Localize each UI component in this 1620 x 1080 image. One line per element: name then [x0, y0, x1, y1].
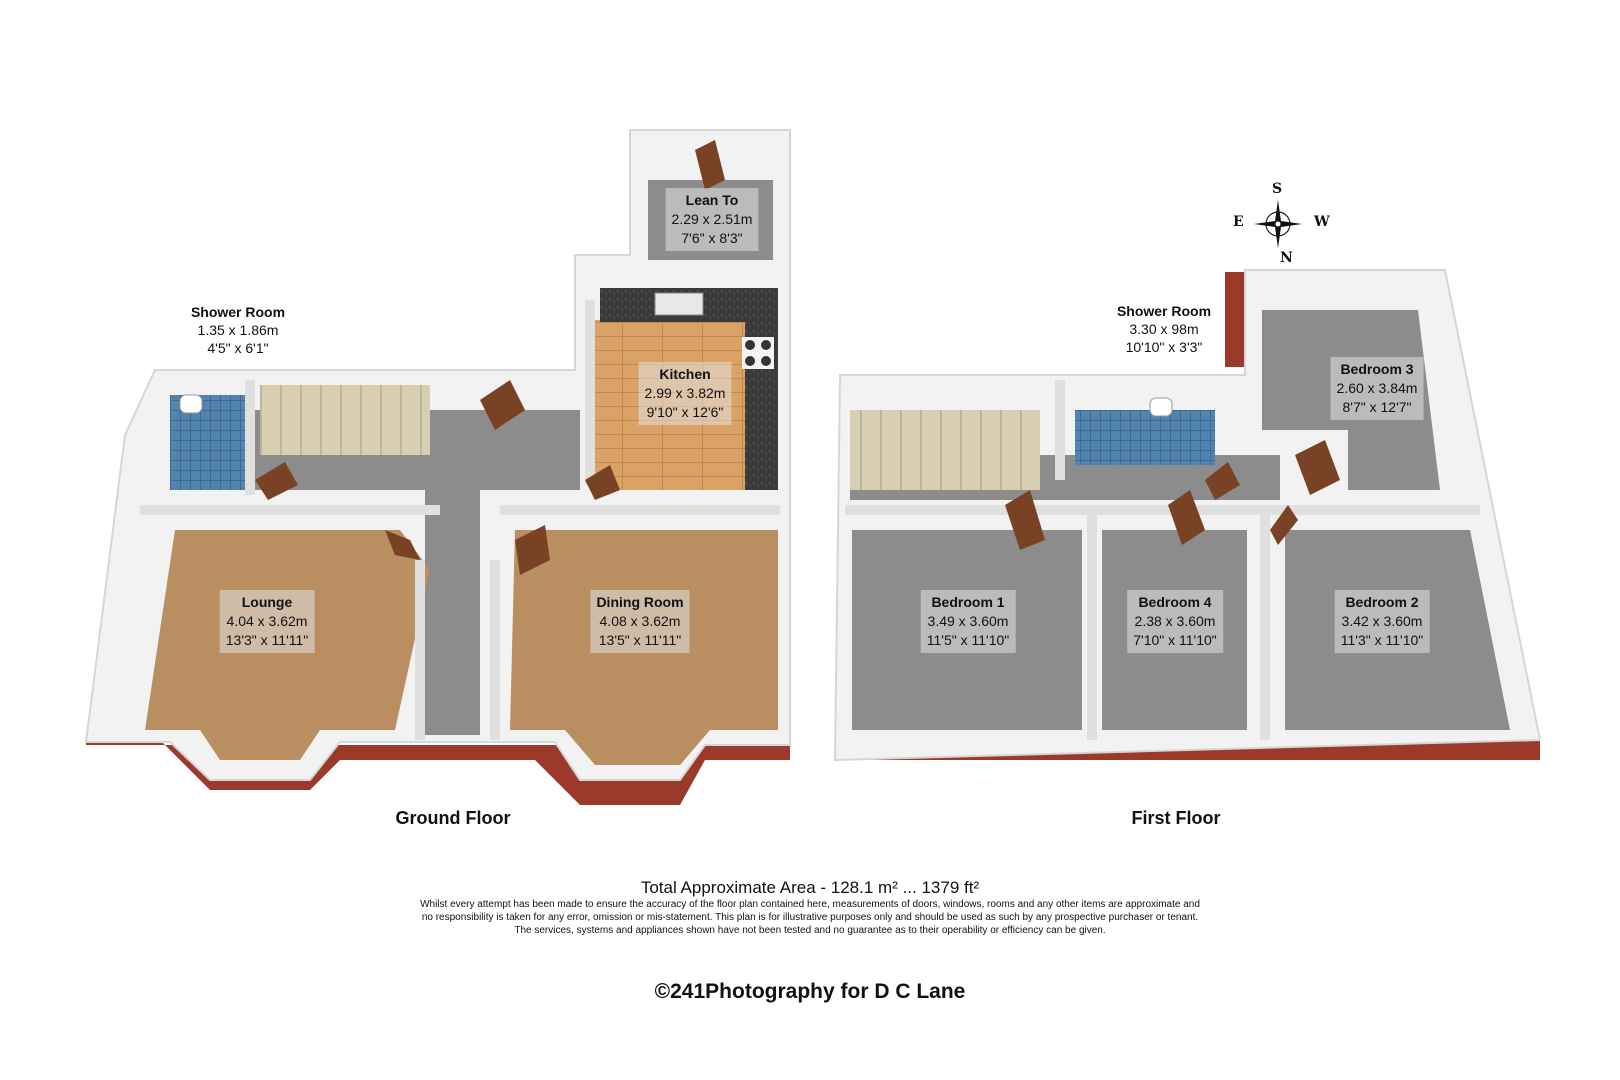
kitchen-sink [654, 292, 704, 316]
room-imperial: 8'7" x 12'7" [1342, 399, 1412, 415]
room-imperial: 13'5" x 11'11" [598, 632, 682, 648]
room-name: Shower Room [190, 304, 286, 320]
lounge-label: Lounge 4.04 x 3.62m 13'3" x 11'11" [219, 590, 315, 653]
copyright-text: ©241Photography for D C Lane [654, 980, 966, 1003]
compass-icon [1254, 200, 1302, 248]
bedroom-3-label: Bedroom 3 2.60 x 3.84m 8'7" x 12'7" [1330, 357, 1424, 420]
disclaimer-text: Whilst every attempt has been made to en… [360, 898, 1260, 937]
dining-room-label: Dining Room 4.08 x 3.62m 13'5" x 11'11" [590, 590, 690, 653]
room-metric: 1.35 x 1.86m [197, 322, 279, 338]
room-name: Kitchen [659, 366, 711, 382]
first-shower-room-label: Shower Room 3.30 x 98m 10'10" x 3'3" [1117, 302, 1211, 356]
room-name: Bedroom 4 [1138, 594, 1212, 610]
room-name: Bedroom 3 [1340, 361, 1414, 377]
ground-shower-room-label: Shower Room 1.35 x 1.86m 4'5" x 6'1" [191, 303, 285, 357]
room-imperial: 7'6" x 8'3" [681, 230, 743, 246]
compass-south: S [1272, 181, 1283, 197]
disclaimer-line: The services, systems and appliances sho… [514, 925, 1106, 936]
lean-to-label: Lean To 2.29 x 2.51m 7'6" x 8'3" [665, 188, 759, 251]
compass-north: N [1280, 250, 1293, 266]
room-name: Bedroom 2 [1345, 594, 1419, 610]
room-name: Bedroom 1 [931, 594, 1005, 610]
bedroom-1-label: Bedroom 1 3.49 x 3.60m 11'5" x 11'10" [920, 590, 1016, 653]
compass-west: W [1314, 214, 1330, 230]
first-shower-basin [1149, 397, 1173, 417]
ground-shower-basin [179, 394, 203, 414]
ground-floor-title: Ground Floor [395, 808, 511, 828]
room-imperial: 4'5" x 6'1" [207, 340, 269, 356]
room-metric: 2.29 x 2.51m [671, 211, 753, 227]
kitchen-label: Kitchen 2.99 x 3.82m 9'10" x 12'6" [638, 362, 732, 425]
room-imperial: 13'3" x 11'11" [225, 632, 309, 648]
room-imperial: 11'5" x 11'10" [926, 632, 1010, 648]
room-metric: 4.04 x 3.62m [226, 613, 308, 629]
room-metric: 2.99 x 3.82m [644, 385, 726, 401]
room-metric: 3.49 x 3.60m [927, 613, 1009, 629]
room-metric: 3.30 x 98m [1129, 321, 1199, 337]
room-metric: 2.60 x 3.84m [1336, 380, 1418, 396]
bedroom-4-label: Bedroom 4 2.38 x 3.60m 7'10" x 11'10" [1127, 590, 1223, 653]
total-area-text: Total Approximate Area - 128.1 m² ... 13… [640, 878, 980, 897]
room-imperial: 9'10" x 12'6" [646, 404, 724, 420]
room-imperial: 11'3" x 11'10" [1340, 632, 1424, 648]
room-metric: 4.08 x 3.62m [599, 613, 681, 629]
first-stairs [850, 410, 1040, 490]
room-imperial: 7'10" x 11'10" [1133, 632, 1217, 648]
first-floor-title: First Floor [1131, 808, 1221, 828]
disclaimer-line: Whilst every attempt has been made to en… [420, 899, 1200, 910]
room-name: Shower Room [1116, 303, 1212, 319]
room-imperial: 10'10" x 3'3" [1125, 339, 1203, 355]
room-name: Lounge [241, 594, 293, 610]
room-metric: 2.38 x 3.60m [1134, 613, 1216, 629]
room-name: Lean To [685, 192, 739, 208]
room-metric: 3.42 x 3.60m [1341, 613, 1423, 629]
first-shower-floor [1075, 410, 1215, 465]
bedroom-2-label: Bedroom 2 3.42 x 3.60m 11'3" x 11'10" [1334, 590, 1430, 653]
compass-east: E [1233, 214, 1244, 230]
ground-stairs [260, 385, 430, 455]
disclaimer-line: no responsibility is taken for any error… [421, 912, 1199, 923]
room-name: Dining Room [596, 594, 684, 610]
